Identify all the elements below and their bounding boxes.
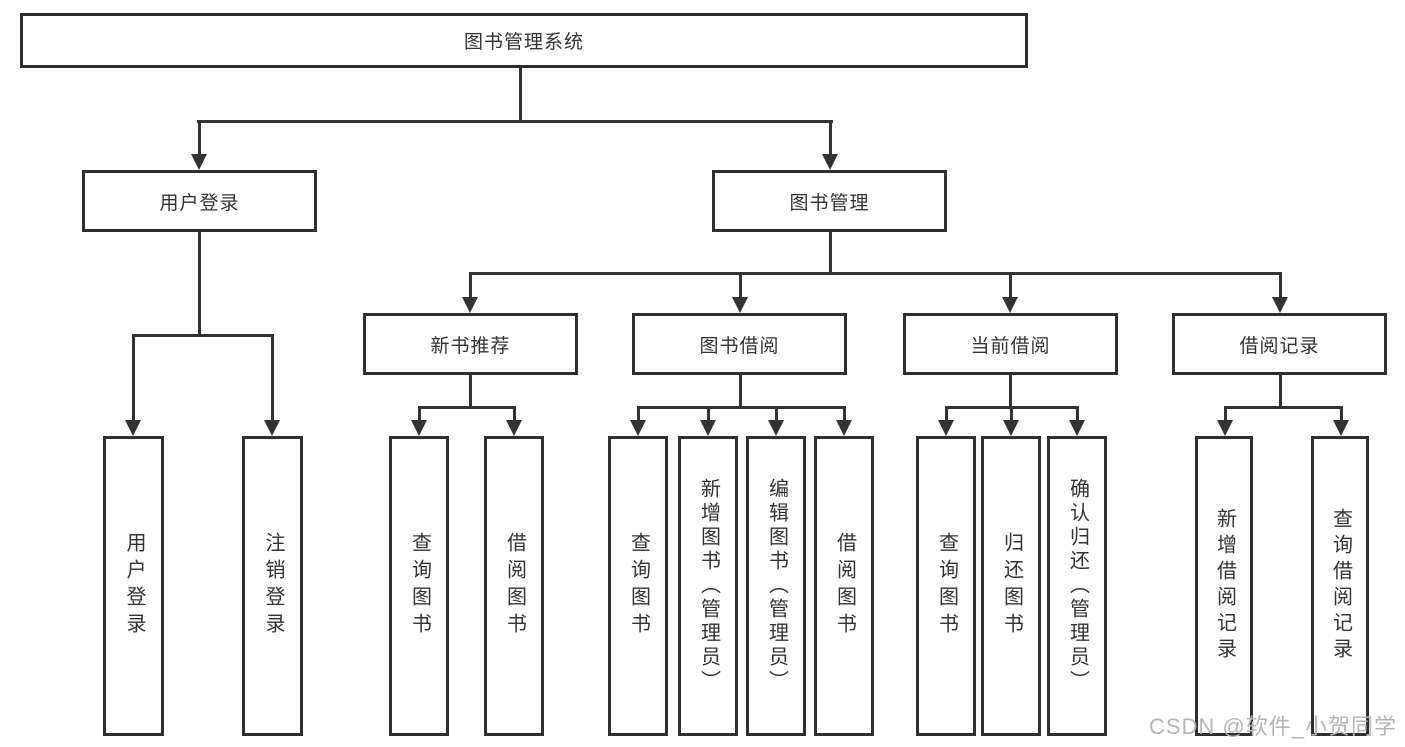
connector-line: [829, 122, 832, 156]
connector-line: [132, 336, 135, 422]
connector-line: [132, 334, 274, 337]
arrow-down-icon: [1002, 297, 1018, 313]
leaf-borrow-books-1-label: 借阅图书: [503, 532, 526, 640]
arrow-down-icon: [1217, 420, 1233, 436]
leaf-confirm-return-admin-box: 确认归还（管理员）: [1047, 436, 1107, 736]
leaf-add-borrow-record-box: 新增借阅记录: [1195, 436, 1253, 736]
connector-line: [1224, 408, 1227, 422]
arrow-down-icon: [506, 420, 522, 436]
leaf-query-books-1-label: 查询图书: [408, 532, 431, 640]
connector-line: [1076, 408, 1079, 422]
leaf-logout-box: 注销登录: [242, 436, 303, 736]
connector-line: [637, 406, 846, 409]
connector-line: [1279, 375, 1282, 408]
leaf-confirm-return-admin-label: 确认归还（管理员）: [1066, 478, 1089, 694]
connector-line: [469, 274, 472, 299]
leaf-query-books-2-label: 查询图书: [627, 532, 650, 640]
arrow-down-icon: [411, 420, 427, 436]
connector-line: [843, 408, 846, 422]
arrow-down-icon: [1069, 420, 1085, 436]
node-user-login-label: 用户登录: [159, 192, 240, 214]
leaf-query-books-1-box: 查询图书: [389, 436, 449, 736]
connector-line: [513, 408, 516, 422]
arrow-down-icon: [1333, 420, 1349, 436]
connector-line: [707, 408, 710, 422]
leaf-logout-label: 注销登录: [262, 532, 284, 640]
connector-line: [1340, 408, 1343, 422]
connector-line: [1279, 274, 1282, 299]
node-current-borrowing-label: 当前借阅: [970, 335, 1051, 357]
arrow-down-icon: [1003, 420, 1019, 436]
node-current-borrowing-box: 当前借阅: [903, 313, 1118, 375]
connector-line: [739, 274, 742, 299]
connector-line: [945, 408, 948, 422]
node-root-label: 图书管理系统: [463, 32, 584, 53]
node-borrowing-records-box: 借阅记录: [1172, 313, 1387, 375]
connector-line: [418, 408, 421, 422]
connector-line: [945, 406, 1079, 409]
leaf-query-books-3-label: 查询图书: [935, 532, 958, 640]
node-root-box: 图书管理系统: [20, 13, 1028, 68]
node-new-book-recommend-label: 新书推荐: [430, 335, 511, 357]
connector-line: [1009, 375, 1012, 408]
leaf-query-borrow-record-label: 查询借阅记录: [1329, 508, 1352, 664]
arrow-down-icon: [700, 420, 716, 436]
leaf-borrow-books-1-box: 借阅图书: [484, 436, 544, 736]
leaf-add-books-admin-box: 新增图书（管理员）: [678, 436, 738, 736]
leaf-borrow-books-2-box: 借阅图书: [814, 436, 874, 736]
arrow-down-icon: [732, 297, 748, 313]
connector-line: [1010, 408, 1013, 422]
connector-line: [198, 122, 201, 156]
node-book-borrowing-box: 图书借阅: [632, 313, 847, 375]
arrow-down-icon: [191, 154, 207, 170]
connector-line: [271, 336, 274, 422]
leaf-query-borrow-record-box: 查询借阅记录: [1311, 436, 1369, 736]
node-book-management-box: 图书管理: [712, 170, 947, 232]
connector-line: [829, 232, 832, 274]
arrow-down-icon: [125, 420, 141, 436]
connector-line: [197, 120, 833, 123]
arrow-down-icon: [462, 297, 478, 313]
connector-line: [637, 408, 640, 422]
node-user-login-box: 用户登录: [82, 170, 317, 232]
leaf-borrow-books-2-label: 借阅图书: [833, 532, 856, 640]
node-book-management-label: 图书管理: [789, 192, 870, 214]
connector-line: [519, 68, 522, 122]
node-book-borrowing-label: 图书借阅: [699, 335, 780, 357]
csdn-watermark: CSDN @软件_小贺同学: [1148, 714, 1397, 739]
leaf-query-books-3-box: 查询图书: [916, 436, 976, 736]
connector-line: [739, 375, 742, 408]
node-borrowing-records-label: 借阅记录: [1239, 335, 1320, 357]
arrow-down-icon: [1272, 297, 1288, 313]
arrow-down-icon: [938, 420, 954, 436]
leaf-add-books-admin-label: 新增图书（管理员）: [697, 478, 720, 694]
leaf-user-login-box: 用户登录: [103, 436, 164, 736]
arrow-down-icon: [836, 420, 852, 436]
connector-line: [1009, 274, 1012, 299]
node-new-book-recommend-box: 新书推荐: [363, 313, 578, 375]
connector-line: [469, 272, 1282, 275]
arrow-down-icon: [822, 154, 838, 170]
leaf-query-books-2-box: 查询图书: [608, 436, 668, 736]
leaf-user-login-label: 用户登录: [123, 532, 145, 640]
connector-line: [469, 375, 472, 408]
connector-line: [775, 408, 778, 422]
leaf-return-books-label: 归还图书: [1000, 532, 1023, 640]
connector-line: [418, 406, 516, 409]
connector-line: [1224, 406, 1343, 409]
leaf-add-borrow-record-label: 新增借阅记录: [1213, 508, 1236, 664]
leaf-edit-books-admin-box: 编辑图书（管理员）: [746, 436, 806, 736]
connector-line: [198, 232, 201, 336]
arrow-down-icon: [768, 420, 784, 436]
arrow-down-icon: [264, 420, 280, 436]
arrow-down-icon: [630, 420, 646, 436]
leaf-return-books-box: 归还图书: [981, 436, 1041, 736]
leaf-edit-books-admin-label: 编辑图书（管理员）: [765, 478, 788, 694]
